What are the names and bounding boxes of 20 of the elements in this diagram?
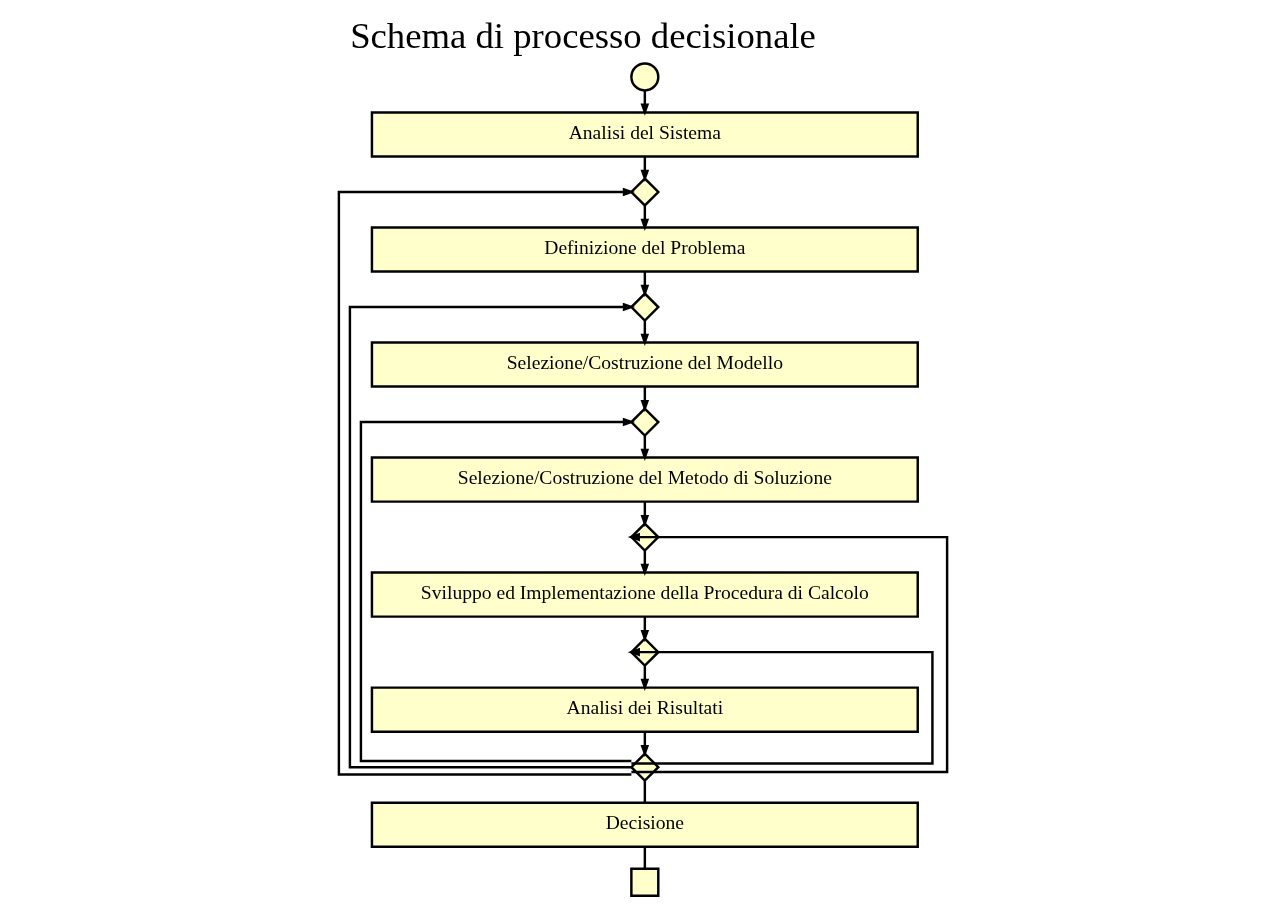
node-box: Selezione/Costruzione del Modello: [370, 341, 919, 388]
node-diamond: [629, 751, 661, 783]
diagram-title: Schema di processo decisionale: [350, 14, 816, 56]
connector: [643, 846, 647, 869]
arrow: [337, 187, 636, 776]
arrow: [627, 647, 934, 765]
node-box: Decisione: [370, 801, 919, 848]
node-box: [630, 867, 660, 897]
node-diamond: [629, 176, 661, 208]
node-box: Analisi dei Risultati: [370, 686, 919, 733]
arrow: [348, 302, 636, 769]
node-diamond: [629, 406, 661, 438]
connector: [643, 781, 647, 803]
node-box: Analisi del Sistema: [370, 111, 919, 158]
node-diamond: [629, 291, 661, 323]
node-box: Definizione del Problema: [370, 226, 919, 273]
node-box: Selezione/Costruzione del Metodo di Soluzione: [370, 456, 919, 503]
arrow: [359, 417, 636, 763]
node-box: Sviluppo ed Implementazione della Procedura di Calcolo: [370, 571, 919, 618]
node-circle: [630, 62, 660, 92]
